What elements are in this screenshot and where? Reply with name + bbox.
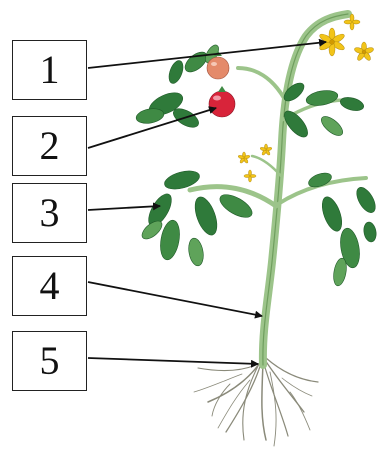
label-box-3: 3: [12, 183, 87, 243]
label-number: 3: [40, 193, 60, 233]
label-number: 1: [40, 50, 60, 90]
label-number: 2: [40, 126, 60, 166]
roots: [194, 358, 318, 446]
label-number: 5: [40, 341, 60, 381]
label-number: 4: [40, 266, 60, 306]
label-box-1: 1: [12, 40, 87, 100]
leader-line-4: [88, 282, 262, 316]
leaves: [135, 43, 379, 287]
leader-line-3: [88, 206, 160, 210]
leader-line-5: [88, 358, 258, 364]
fruits: [207, 51, 235, 117]
label-box-5: 5: [12, 331, 87, 391]
label-box-2: 2: [12, 116, 87, 176]
label-box-4: 4: [12, 256, 87, 316]
